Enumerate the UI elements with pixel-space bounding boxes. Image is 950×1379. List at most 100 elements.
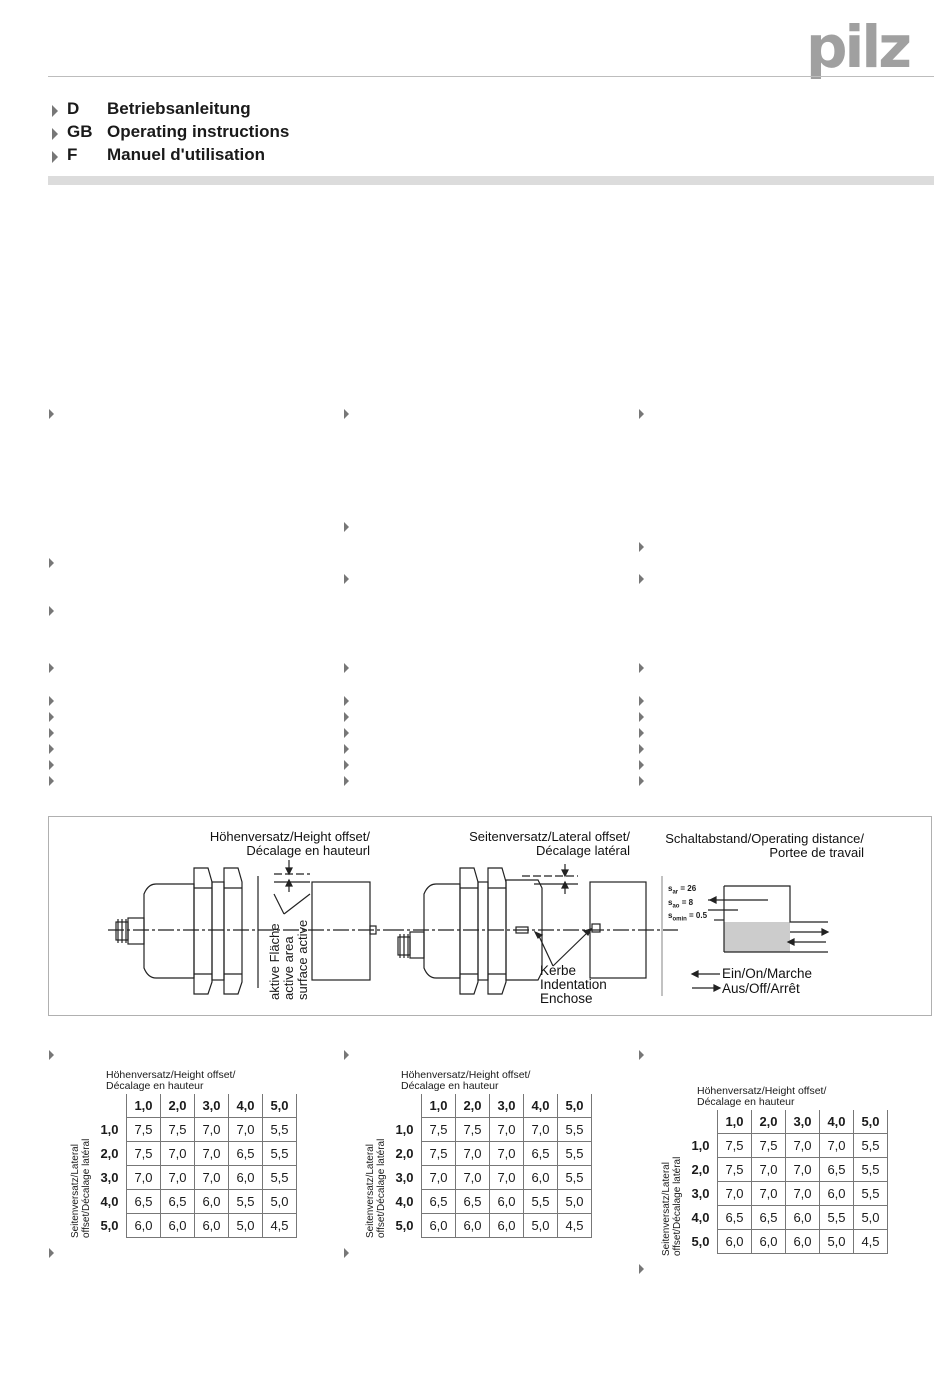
language-code: D (67, 99, 80, 118)
table-cell: 6,5 (455, 1189, 490, 1214)
col-header: 2,0 (455, 1094, 490, 1118)
row-header: 5,0 (395, 1218, 414, 1233)
bullet-arrow-icon (344, 776, 349, 786)
col-header: 1,0 (126, 1094, 161, 1118)
bullet-arrow-icon (49, 696, 54, 706)
row-header: 3,0 (100, 1170, 119, 1185)
row-header: 4,0 (100, 1194, 119, 1209)
table-cell: 6,0 (194, 1189, 229, 1214)
table-cell: 5,0 (523, 1213, 558, 1238)
table-cell: 6,0 (819, 1181, 854, 1206)
bullet-arrow-icon (344, 744, 349, 754)
table-cell: 7,5 (126, 1117, 161, 1142)
bullet-arrow-icon (49, 1050, 54, 1060)
row-header: 1,0 (100, 1122, 119, 1137)
table-cell: 6,0 (421, 1213, 456, 1238)
table-cell: 7,0 (160, 1141, 195, 1166)
col-header: 5,0 (262, 1094, 297, 1118)
table-cell: 6,0 (194, 1213, 229, 1238)
table-cell: 5,5 (262, 1141, 297, 1166)
bullet-arrow-icon (49, 606, 54, 616)
table-cell: 5,5 (262, 1165, 297, 1190)
bullet-arrow-icon (49, 663, 54, 673)
table-cell: 7,0 (228, 1117, 263, 1142)
bullet-arrow-icon (344, 728, 349, 738)
table-cell: 7,0 (523, 1117, 558, 1142)
table-cell: 6,0 (785, 1205, 820, 1230)
col-header: 4,0 (523, 1094, 558, 1118)
table-cell: 7,0 (455, 1141, 490, 1166)
table-cell: 7,0 (489, 1165, 524, 1190)
bullet-arrow-icon (49, 760, 54, 770)
bullet-arrow-icon (344, 663, 349, 673)
row-header: 4,0 (691, 1210, 710, 1225)
table-cell: 7,5 (751, 1133, 786, 1158)
table-cell: 6,5 (523, 1141, 558, 1166)
table-cell: 7,0 (160, 1165, 195, 1190)
col-header: 4,0 (228, 1094, 263, 1118)
row-header: 1,0 (691, 1138, 710, 1153)
bullet-arrow-icon (639, 696, 644, 706)
table-cell: 6,0 (228, 1165, 263, 1190)
operating-distance-title: Schaltabstand/Operating distance/ Portee… (665, 831, 864, 860)
row-header: 2,0 (100, 1146, 119, 1161)
table-cell: 7,0 (194, 1141, 229, 1166)
off-label: Aus/Off/Arrêt (722, 981, 800, 996)
table-cell: 6,5 (228, 1141, 263, 1166)
bullet-arrow-icon (639, 542, 644, 552)
table-cell: 5,5 (228, 1189, 263, 1214)
offset-table-caption: Höhenversatz/Height offset/Décalage en h… (697, 1085, 827, 1108)
table-cell: 7,0 (126, 1165, 161, 1190)
table-cell: 6,0 (523, 1165, 558, 1190)
table-cell: 7,5 (717, 1157, 752, 1182)
table-cell: 7,0 (717, 1181, 752, 1206)
lateral-offset-title: Seitenversatz/Lateral offset/ Décalage l… (469, 829, 630, 858)
table-cell: 7,0 (489, 1141, 524, 1166)
col-header: 3,0 (489, 1094, 524, 1118)
table-cell: 7,0 (785, 1157, 820, 1182)
bullet-arrow-icon (639, 1264, 644, 1274)
row-header: 1,0 (395, 1122, 414, 1137)
table-cell: 7,5 (421, 1141, 456, 1166)
bullet-arrow-icon (344, 760, 349, 770)
language-code: GB (67, 122, 93, 141)
bullet-arrow-icon (49, 776, 54, 786)
table-cell: 6,5 (421, 1189, 456, 1214)
row-header: 4,0 (395, 1194, 414, 1209)
language-label: Manuel d'utilisation (107, 145, 265, 164)
height-offset-title: Höhenversatz/Height offset/ Décalage en … (209, 829, 370, 858)
bullet-arrow-icon (49, 712, 54, 722)
table-cell: 5,5 (262, 1117, 297, 1142)
table-cell: 6,0 (785, 1229, 820, 1254)
bullet-arrow-icon (344, 574, 349, 584)
table-cell: 5,0 (557, 1189, 592, 1214)
table-cell: 4,5 (557, 1213, 592, 1238)
table-cell: 5,5 (557, 1165, 592, 1190)
table-cell: 5,5 (819, 1205, 854, 1230)
col-header: 2,0 (160, 1094, 195, 1118)
table-cell: 4,5 (853, 1229, 888, 1254)
notch-label: Kerbe Indentation Enchose (540, 963, 607, 1006)
table-cell: 7,5 (421, 1117, 456, 1142)
bullet-arrow-icon (49, 1248, 54, 1258)
row-header: 5,0 (691, 1234, 710, 1249)
table-cell: 5,0 (262, 1189, 297, 1214)
table-cell: 5,5 (853, 1181, 888, 1206)
sensor-drawing (108, 860, 830, 996)
bullet-arrow-icon (639, 1050, 644, 1060)
bullet-arrow-icon (49, 409, 54, 419)
bullet-arrow-icon (344, 696, 349, 706)
section-divider (48, 176, 934, 185)
